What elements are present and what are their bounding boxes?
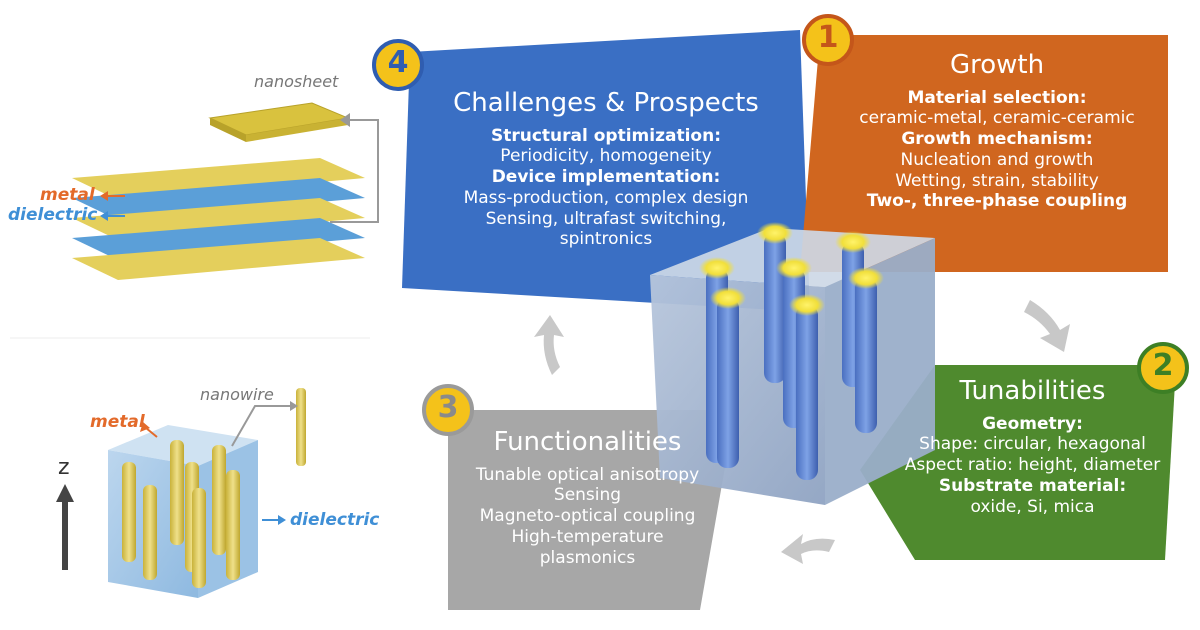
- growth-line: Nucleation and growth: [900, 149, 1094, 170]
- tunabilities-line: oxide, Si, mica: [970, 496, 1095, 517]
- tunabilities-line: Substrate material:: [938, 475, 1127, 496]
- functionalities-line: Tunable optical anisotropy: [475, 464, 700, 485]
- nanosheet-label: nanosheet: [254, 72, 339, 91]
- badge-4: [372, 39, 424, 91]
- challenges-line: Sensing, ultrafast switching,: [485, 208, 727, 229]
- functionalities-line: Magneto-optical coupling: [479, 506, 696, 527]
- tunabilities-panel: [860, 365, 1176, 560]
- growth-panel: [800, 35, 1168, 272]
- challenges-line: Structural optimization:: [490, 125, 721, 146]
- challenges-line: Mass-production, complex design: [463, 187, 749, 208]
- challenges-panel: [402, 30, 810, 312]
- growth-line: Wetting, strain, stability: [895, 170, 1099, 191]
- challenges-line: spintronics: [559, 229, 653, 250]
- tunabilities-title: Tunabilities: [959, 376, 1106, 406]
- growth-line: ceramic-metal, ceramic-ceramic: [859, 108, 1135, 129]
- cycle-arrow-2-to-3: [781, 534, 835, 564]
- functionalities-line: plasmonics: [539, 547, 636, 568]
- dielectric-label-bottom: dielectric: [290, 510, 380, 530]
- dielectric-label-top: dielectric: [8, 205, 98, 225]
- nanowire-cube: [56, 388, 306, 598]
- badge-2: [1137, 342, 1189, 394]
- badge-number-2: 2: [1152, 348, 1174, 383]
- tunabilities-text: Tunabilities Geometry: Shape: circular, …: [895, 376, 1170, 517]
- challenges-line: Device implementation:: [491, 167, 721, 188]
- metal-label-bottom: metal: [90, 412, 145, 432]
- growth-line: Growth mechanism:: [901, 129, 1093, 150]
- challenges-line: Periodicity, homogeneity: [500, 146, 712, 167]
- nanowire-label: nanowire: [200, 385, 274, 404]
- z-axis-label: z: [58, 455, 70, 480]
- functionalities-line: High-temperature: [511, 526, 664, 547]
- cycle-arrow-1-to-2: [1024, 300, 1070, 352]
- badge-number-1: 1: [817, 20, 839, 55]
- tunabilities-line: Shape: circular, hexagonal: [919, 434, 1146, 455]
- tunabilities-line: Aspect ratio: height, diameter: [904, 455, 1161, 476]
- challenges-text: Challenges & Prospects Structural optimi…: [410, 88, 802, 250]
- metal-label-top: metal: [40, 185, 95, 205]
- nanosheet-stack: [72, 102, 379, 280]
- badge-3: [422, 384, 474, 436]
- challenges-title: Challenges & Prospects: [453, 88, 759, 118]
- growth-line: Two-, three-phase coupling: [866, 191, 1128, 212]
- growth-line: Material selection:: [907, 87, 1087, 108]
- functionalities-title: Functionalities: [493, 427, 682, 457]
- growth-title: Growth: [949, 50, 1045, 80]
- badge-number-4: 4: [387, 45, 409, 80]
- functionalities-line: Sensing: [553, 485, 622, 506]
- cycle-arrow-3-to-4: [534, 315, 564, 375]
- badge-1: [802, 14, 854, 66]
- central-cube: [650, 222, 935, 505]
- tunabilities-line: Geometry:: [982, 413, 1083, 434]
- functionalities-text: Functionalities Tunable optical anisotro…: [455, 427, 720, 568]
- badge-number-3: 3: [437, 390, 459, 425]
- growth-text: Growth Material selection: ceramic-metal…: [838, 50, 1156, 212]
